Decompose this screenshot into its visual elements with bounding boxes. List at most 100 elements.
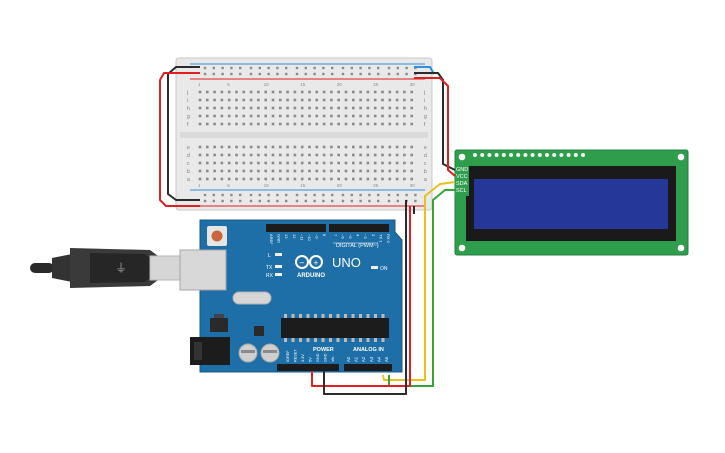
breadboard-hole[interactable] xyxy=(213,106,216,110)
rail-hole[interactable] xyxy=(368,193,371,197)
breadboard-hole[interactable] xyxy=(388,145,392,149)
breadboard-hole[interactable] xyxy=(206,145,209,149)
breadboard-hole[interactable] xyxy=(300,177,304,181)
breadboard-hole[interactable] xyxy=(206,90,209,94)
breadboard-hole[interactable] xyxy=(308,161,311,165)
breadboard-hole[interactable] xyxy=(257,106,260,110)
breadboard-hole[interactable] xyxy=(373,177,377,181)
breadboard-hole[interactable] xyxy=(395,114,399,118)
breadboard-hole[interactable] xyxy=(315,177,319,181)
breadboard-hole[interactable] xyxy=(264,90,267,94)
breadboard-hole[interactable] xyxy=(352,145,355,149)
breadboard-hole[interactable] xyxy=(330,177,333,181)
breadboard-hole[interactable] xyxy=(286,122,289,126)
breadboard-hole[interactable] xyxy=(198,98,202,102)
breadboard-hole[interactable] xyxy=(300,114,304,118)
breadboard-hole[interactable] xyxy=(308,169,311,173)
breadboard-hole[interactable] xyxy=(293,145,297,149)
breadboard-hole[interactable] xyxy=(279,161,282,165)
breadboard-hole[interactable] xyxy=(227,169,231,173)
rail-hole[interactable] xyxy=(276,66,279,70)
breadboard-hole[interactable] xyxy=(315,90,319,94)
breadboard-hole[interactable] xyxy=(271,161,275,165)
rail-hole[interactable] xyxy=(295,66,299,70)
breadboard-hole[interactable] xyxy=(220,114,224,118)
breadboard-hole[interactable] xyxy=(264,114,267,118)
breadboard-hole[interactable] xyxy=(271,122,275,126)
breadboard-hole[interactable] xyxy=(227,106,231,110)
breadboard-hole[interactable] xyxy=(206,153,209,157)
rail-hole[interactable] xyxy=(368,66,371,70)
rail-hole[interactable] xyxy=(258,199,261,203)
breadboard-hole[interactable] xyxy=(271,153,275,157)
rail-hole[interactable] xyxy=(267,199,270,203)
rail-hole[interactable] xyxy=(285,199,288,203)
breadboard-hole[interactable] xyxy=(352,106,355,110)
rail-hole[interactable] xyxy=(359,193,362,197)
rail-hole[interactable] xyxy=(322,72,325,76)
breadboard-hole[interactable] xyxy=(249,153,253,157)
breadboard-hole[interactable] xyxy=(242,153,246,157)
wire-sda[interactable] xyxy=(382,181,456,381)
rail-hole[interactable] xyxy=(341,193,345,197)
rail-hole[interactable] xyxy=(377,72,380,76)
breadboard-hole[interactable] xyxy=(395,145,399,149)
breadboard-hole[interactable] xyxy=(220,90,224,94)
breadboard-hole[interactable] xyxy=(381,114,384,118)
breadboard-hole[interactable] xyxy=(373,169,377,173)
breadboard-hole[interactable] xyxy=(403,145,406,149)
breadboard-hole[interactable] xyxy=(373,98,377,102)
breadboard-hole[interactable] xyxy=(249,114,253,118)
breadboard-hole[interactable] xyxy=(227,177,231,181)
rail-hole[interactable] xyxy=(295,193,299,197)
rail-hole[interactable] xyxy=(350,66,353,70)
rail-hole[interactable] xyxy=(239,66,242,70)
breadboard-hole[interactable] xyxy=(366,114,370,118)
rail-hole[interactable] xyxy=(221,193,224,197)
breadboard-hole[interactable] xyxy=(322,90,326,94)
breadboard-hole[interactable] xyxy=(315,106,319,110)
breadboard-hole[interactable] xyxy=(206,177,209,181)
wire-5v[interactable] xyxy=(311,206,411,387)
breadboard-hole[interactable] xyxy=(242,177,246,181)
breadboard-hole[interactable] xyxy=(213,90,216,94)
breadboard-hole[interactable] xyxy=(388,122,392,126)
breadboard-hole[interactable] xyxy=(330,106,333,110)
breadboard-hole[interactable] xyxy=(352,161,355,165)
breadboard-hole[interactable] xyxy=(220,106,224,110)
breadboard-hole[interactable] xyxy=(373,153,377,157)
breadboard-hole[interactable] xyxy=(337,114,340,118)
wire-gnd-rail-jumper[interactable] xyxy=(167,66,200,201)
breadboard-hole[interactable] xyxy=(235,90,238,94)
rail-hole[interactable] xyxy=(249,72,253,76)
rail-hole[interactable] xyxy=(230,66,233,70)
breadboard-hole[interactable] xyxy=(410,153,413,157)
breadboard-hole[interactable] xyxy=(198,169,202,173)
breadboard-hole[interactable] xyxy=(344,145,348,149)
breadboard-hole[interactable] xyxy=(271,98,275,102)
breadboard-hole[interactable] xyxy=(403,98,406,102)
breadboard-hole[interactable] xyxy=(286,161,289,165)
breadboard-hole[interactable] xyxy=(403,169,406,173)
breadboard-hole[interactable] xyxy=(381,153,384,157)
breadboard-hole[interactable] xyxy=(366,161,370,165)
breadboard-hole[interactable] xyxy=(359,122,362,126)
breadboard-hole[interactable] xyxy=(271,106,275,110)
breadboard-hole[interactable] xyxy=(315,169,319,173)
breadboard-hole[interactable] xyxy=(337,122,340,126)
breadboard-hole[interactable] xyxy=(220,122,224,126)
breadboard-hole[interactable] xyxy=(344,161,348,165)
rail-hole[interactable] xyxy=(276,199,279,203)
rail-hole[interactable] xyxy=(368,199,371,203)
breadboard-hole[interactable] xyxy=(388,161,392,165)
rail-hole[interactable] xyxy=(368,72,371,76)
power-header[interactable] xyxy=(277,364,339,371)
breadboard-hole[interactable] xyxy=(352,177,355,181)
rail-hole[interactable] xyxy=(239,199,242,203)
rail-hole[interactable] xyxy=(212,66,215,70)
breadboard-hole[interactable] xyxy=(352,98,355,102)
breadboard-hole[interactable] xyxy=(315,98,319,102)
breadboard-hole[interactable] xyxy=(198,122,202,126)
breadboard-hole[interactable] xyxy=(395,90,399,94)
